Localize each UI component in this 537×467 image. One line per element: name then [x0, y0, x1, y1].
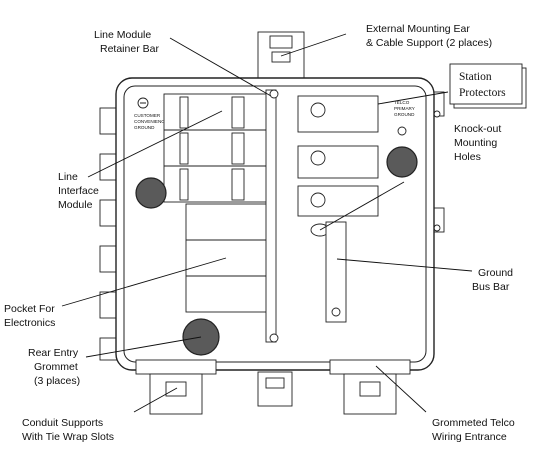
label-retainer-bar-1: Line Module [94, 29, 151, 41]
electronics-pocket [185, 203, 269, 313]
leader-pocket [61, 257, 227, 307]
station-protectors [297, 95, 379, 217]
label-pocket-2: Electronics [4, 317, 55, 329]
label-interface-module-2: Interface [58, 185, 99, 197]
label-interface-module-3: Module [58, 199, 93, 211]
label-ground-bus-1: Ground [478, 267, 513, 279]
leader-conduit [133, 387, 178, 413]
customer-ground-line2: CONVENIENCE [134, 119, 168, 124]
label-conduit-2: With Tie Wrap Slots [22, 431, 114, 443]
label-pocket-1: Pocket For [4, 303, 55, 315]
label-telco-entrance-1: Grommeted Telco [432, 417, 515, 429]
label-mounting-ear-1: External Mounting Ear [366, 23, 470, 35]
telco-ground-line1: TELCO [394, 100, 410, 105]
leader-station-protectors [377, 91, 449, 105]
label-retainer-bar-2: Retainer Bar [100, 43, 159, 55]
leader-knock-out [319, 181, 405, 231]
label-station-protectors-2: Protectors [459, 87, 506, 99]
enclosure-inner-wall [123, 85, 427, 363]
leader-telco-entrance [375, 365, 427, 413]
customer-ground-line1: CUSTOMER [134, 113, 161, 118]
label-knock-out-2: Mounting [454, 137, 497, 149]
customer-ground-line3: GROUND [134, 125, 155, 130]
telco-ground: TELCO PRIMARY GROUND [394, 100, 415, 136]
label-rear-grommet-1: Rear Entry [28, 347, 79, 359]
wiring-entrance-right [329, 359, 411, 415]
label-mounting-ear-2: & Cable Support (2 places) [366, 37, 492, 49]
label-knock-out-3: Holes [454, 151, 481, 163]
label-telco-entrance-2: Wiring Entrance [432, 431, 507, 443]
grommet-right [386, 146, 418, 178]
label-ground-bus-2: Bus Bar [472, 281, 510, 293]
conduit-support-left [135, 359, 217, 415]
label-station-protectors-1: Station [459, 71, 492, 83]
station-protectors-callout-box [449, 63, 523, 105]
leader-mounting-ear [280, 33, 347, 57]
ground-bus-bar [325, 221, 347, 323]
leader-retainer-bar [169, 37, 272, 97]
line-interface-modules [163, 93, 269, 203]
leader-rear-grommet [85, 336, 202, 358]
label-conduit-1: Conduit Supports [22, 417, 103, 429]
telco-ground-line3: GROUND [394, 112, 415, 117]
label-rear-grommet-2: Grommet [34, 361, 78, 373]
mounting-ear-top [257, 31, 305, 83]
leader-ground-bus [336, 258, 473, 272]
telco-ground-line2: PRIMARY [394, 106, 415, 111]
leader-interface-module [87, 110, 223, 178]
retainer-bar [265, 89, 279, 343]
mounting-ear-bottom [257, 371, 293, 407]
label-knock-out-1: Knock-out [454, 123, 501, 135]
grommet-left [135, 177, 167, 209]
label-interface-module-1: Line [58, 171, 78, 183]
customer-ground: CUSTOMER CONVENIENCE GROUND [134, 97, 168, 130]
label-rear-grommet-3: (3 places) [34, 375, 80, 387]
